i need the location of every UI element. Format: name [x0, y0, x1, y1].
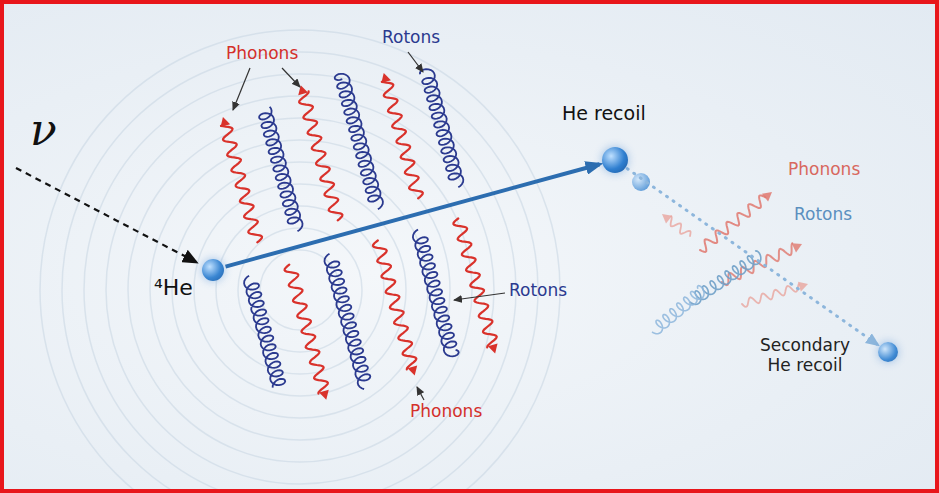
neutrino-arrow [16, 168, 196, 262]
ripple-ring [150, 140, 450, 440]
ripple-ring [106, 96, 494, 484]
phonon-wave [742, 284, 799, 307]
phonon-wave [453, 219, 496, 348]
arrowhead [798, 282, 808, 292]
excitation-label: Phonons [226, 44, 298, 64]
roton-coil [325, 254, 371, 389]
roton-coil [244, 276, 285, 388]
excitation-label: Rotons [382, 28, 440, 48]
arrowhead [381, 73, 391, 83]
excitation-label: Rotons [794, 205, 852, 225]
atom-label: He recoil [562, 103, 646, 125]
recoil-track [226, 164, 600, 266]
leader-line [408, 52, 423, 72]
roton-coil [259, 107, 302, 232]
recoil-track [627, 169, 877, 345]
arrowhead [221, 117, 231, 127]
roton-coil [690, 251, 761, 305]
ripple-ring [62, 52, 538, 493]
ripple-ring [172, 162, 428, 418]
arrowhead [762, 192, 772, 202]
ripple-rings [40, 30, 560, 493]
phonon-wave [373, 241, 416, 370]
phonon-wave [671, 216, 691, 236]
atom-label: Secondary He recoil [746, 336, 864, 375]
phonon-wave [299, 91, 342, 220]
roton-coil [420, 69, 463, 187]
roton-coil [413, 230, 459, 357]
helium-atom: He recoil [602, 147, 628, 173]
excitation-label: Rotons [509, 281, 567, 301]
arrowhead [488, 344, 498, 354]
phonon-wave [285, 265, 328, 394]
ripple-ring [40, 30, 560, 493]
roton-coil [652, 286, 704, 334]
roton-coil [335, 74, 383, 210]
leader-line [233, 68, 250, 110]
leader-line [282, 68, 300, 87]
decorations [16, 52, 650, 400]
excitation-label: Phonons [410, 402, 482, 422]
arrowhead [408, 366, 418, 376]
atom-label: ⁴He [154, 275, 193, 300]
leader-line [454, 293, 505, 300]
helium-atom: Secondary He recoil [878, 342, 898, 362]
helium-atom: ⁴He [202, 259, 224, 281]
arrowhead [319, 390, 329, 400]
phonon-wave [382, 82, 423, 199]
neutrino-symbol: ν [30, 108, 57, 152]
leader-line [417, 387, 424, 400]
excitation-label: Phonons [788, 160, 860, 180]
arrowhead [662, 214, 672, 223]
phonon-wave [221, 126, 262, 243]
arrowhead [792, 243, 802, 252]
